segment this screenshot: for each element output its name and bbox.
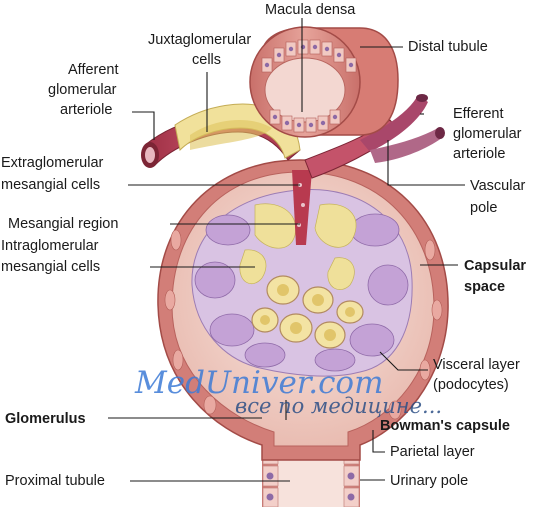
label-capsular-space-line1: Capsular: [464, 258, 526, 274]
label-afferent-line3: arteriole: [60, 102, 112, 118]
leader-parietal-layer: [372, 430, 385, 453]
label-intraglomerular-line1: Intraglomerular: [1, 238, 99, 254]
distal-tubule-shape: [249, 26, 399, 138]
label-visceral-layer-line1: Visceral layer: [433, 357, 520, 373]
label-parietal-layer: Parietal layer: [390, 444, 475, 460]
label-proximal-tubule: Proximal tubule: [5, 473, 105, 489]
leader-visceral-layer: [379, 351, 428, 371]
label-extraglomerular-line2: mesangial cells: [1, 177, 100, 193]
label-efferent-line1: Efferent: [453, 106, 504, 122]
watermark-line2: все по медицине...: [235, 394, 442, 418]
label-urinary-pole: Urinary pole: [390, 473, 468, 489]
leader-afferent: [132, 111, 155, 140]
label-intraglomerular-line2: mesangial cells: [1, 259, 100, 275]
labels: Macula densa Juxtaglomerular cells Dista…: [1, 2, 526, 489]
leader-lines: [108, 18, 465, 482]
glomerulus-tuft: [191, 170, 413, 377]
label-vascular-pole-line1: Vascular: [470, 178, 526, 194]
label-bowmans-capsule: Bowman's capsule: [380, 418, 510, 434]
label-capsular-space-line2: space: [464, 279, 505, 295]
label-efferent-line3: arteriole: [453, 146, 505, 162]
label-juxtaglomerular-line2: cells: [192, 52, 221, 68]
watermark-line1: MedUniver.com: [134, 365, 383, 401]
label-glomerulus: Glomerulus: [5, 411, 86, 427]
leader-vascular-pole: [387, 140, 465, 186]
label-vascular-pole-line2: pole: [470, 200, 497, 216]
label-efferent-line2: glomerular: [453, 126, 522, 142]
label-distal-tubule: Distal tubule: [408, 39, 488, 55]
label-mesangial-region: Mesangial region: [8, 216, 118, 232]
label-extraglomerular-line1: Extraglomerular: [1, 155, 104, 171]
label-afferent-line2: glomerular: [48, 82, 117, 98]
label-visceral-layer-line2: (podocytes): [433, 377, 509, 393]
label-juxtaglomerular-line1: Juxtaglomerular: [148, 32, 251, 48]
label-afferent-line1: Afferent: [68, 62, 119, 78]
label-macula-densa: Macula densa: [265, 2, 356, 18]
watermark: MedUniver.com все по медицине...: [134, 365, 442, 418]
